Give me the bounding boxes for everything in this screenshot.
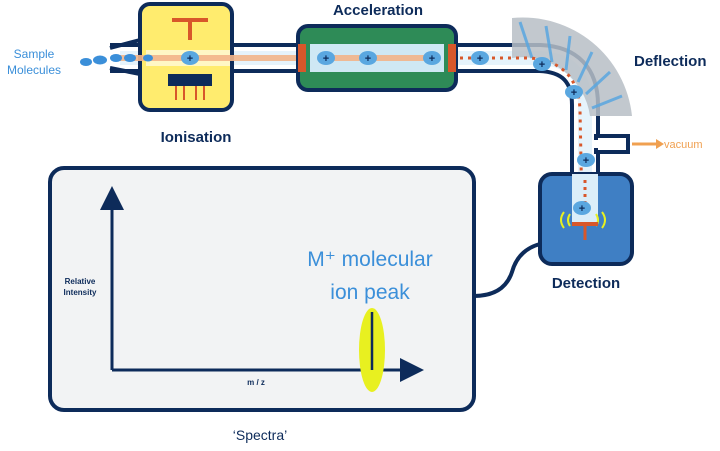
vacuum-arrow-head: [656, 139, 664, 149]
x-axis-label: m / z: [247, 378, 265, 387]
ions: + + + + + + + +: [181, 51, 595, 167]
ion: +: [573, 201, 591, 215]
spectra-caption: ‘Spectra’: [233, 427, 287, 443]
svg-text:+: +: [571, 87, 577, 99]
diagram-labels: Sample Molecules Ionisation Acceleration…: [7, 2, 707, 443]
svg-text:+: +: [187, 53, 193, 65]
svg-text:+: +: [477, 53, 483, 65]
peak-label-line2: ion peak: [330, 281, 410, 304]
deflection-magnet: [512, 17, 632, 116]
detection-label: Detection: [552, 275, 620, 292]
y-axis-label-line1: Relative: [65, 277, 96, 286]
heating-filament: [168, 74, 212, 86]
svg-text:+: +: [365, 53, 371, 65]
accelerating-plate-right: [448, 44, 456, 72]
sample-molecules: [80, 54, 153, 66]
deflection-label: Deflection: [634, 53, 707, 70]
acceleration-label: Acceleration: [333, 2, 423, 19]
svg-text:+: +: [583, 155, 589, 167]
ion: +: [423, 51, 441, 65]
detector: +: [538, 172, 634, 266]
ion: +: [181, 51, 199, 65]
sample-inlet: [109, 38, 141, 76]
ionisation-label: Ionisation: [161, 129, 232, 146]
svg-text:+: +: [323, 53, 329, 65]
vacuum-outlet: [592, 134, 630, 154]
sample-molecules-label-line2: Molecules: [7, 63, 61, 77]
y-axis-label-line2: Intensity: [64, 288, 97, 297]
svg-text:+: +: [429, 53, 435, 65]
ion: +: [317, 51, 335, 65]
ion: +: [359, 51, 377, 65]
ion: +: [565, 85, 583, 99]
vacuum-label: vacuum: [664, 139, 703, 151]
signal-cable: [473, 242, 541, 298]
ion: +: [577, 153, 595, 167]
sample-molecules-label-line1: Sample: [14, 47, 55, 61]
ion: +: [533, 57, 551, 71]
svg-text:+: +: [539, 59, 545, 71]
svg-text:+: +: [579, 203, 585, 215]
peak-label-line1: M⁺ molecular: [307, 248, 432, 271]
accelerating-plate-left: [298, 44, 306, 72]
ion: +: [471, 51, 489, 65]
spectrum-display: [48, 166, 476, 412]
